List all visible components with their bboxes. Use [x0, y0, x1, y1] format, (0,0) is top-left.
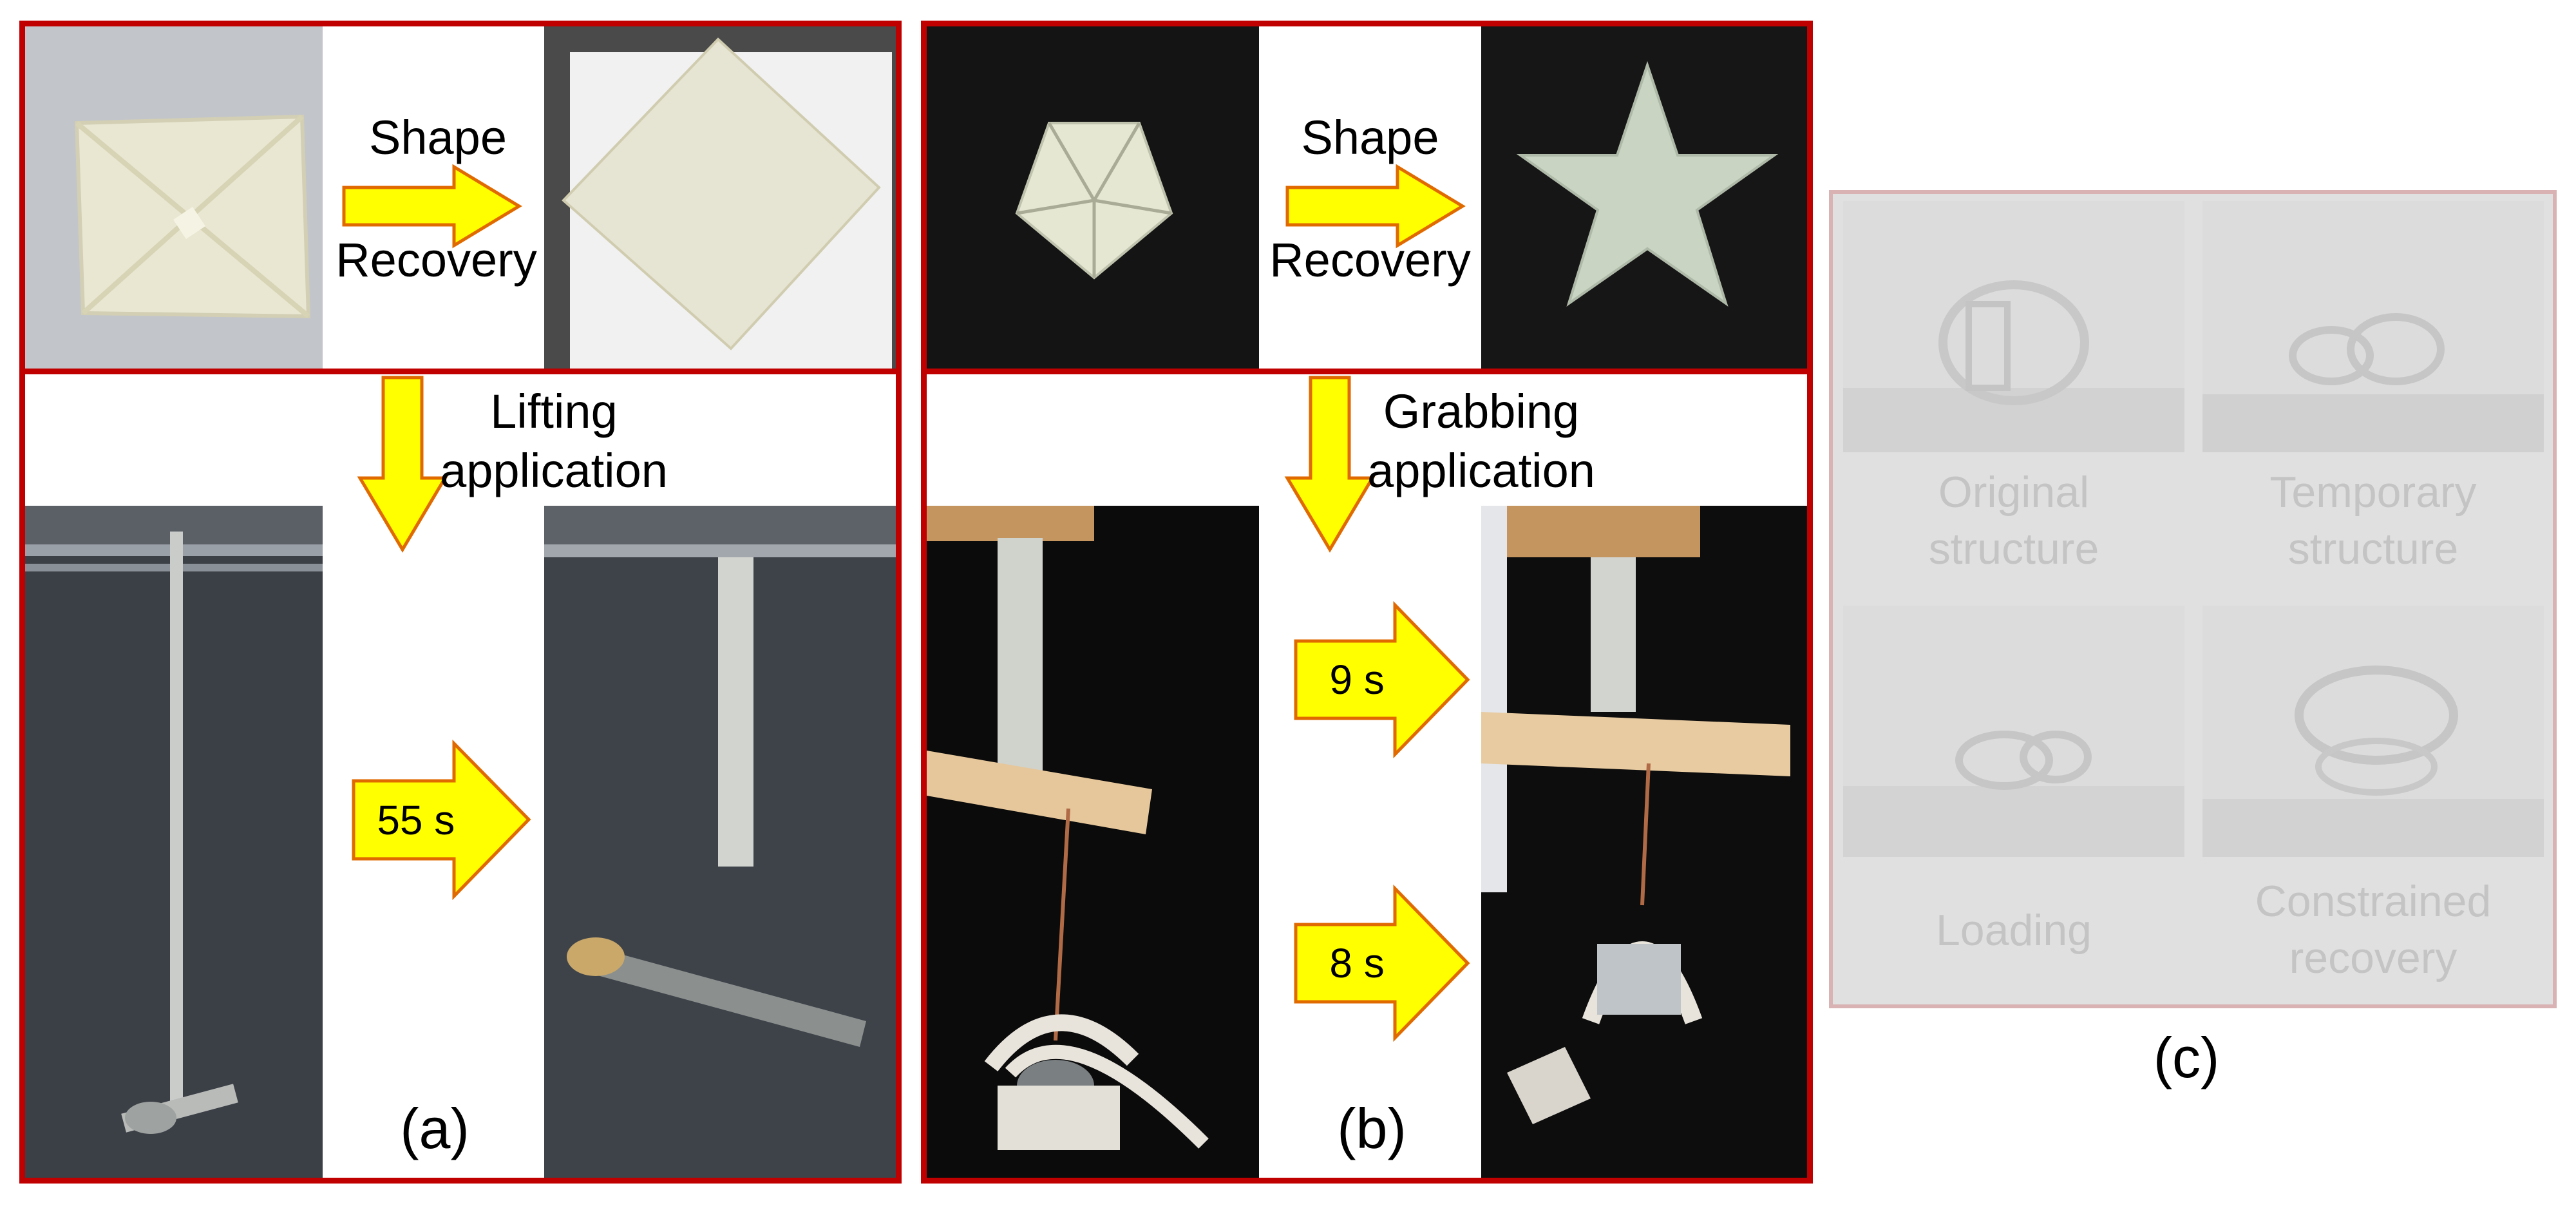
- original-structure-label-line-1: Original: [1938, 468, 2090, 517]
- panel-b-label: (b): [1337, 1097, 1406, 1160]
- panel-a-divider: [19, 369, 902, 374]
- panel-a-recovery-label: Recovery: [336, 233, 537, 287]
- loading-label: Loading: [1843, 902, 2184, 959]
- panel-a-shape-label: Shape: [369, 111, 507, 164]
- loading-label-line-1: Loading: [1935, 906, 2092, 955]
- temporary-structure-label-line-1: Temporary: [2269, 468, 2477, 517]
- panel-b-recovery-label: Recovery: [1269, 233, 1471, 287]
- panel-a-label: (a): [400, 1097, 469, 1160]
- folded-square-photo: [25, 26, 323, 369]
- panel-b-divider: [921, 369, 1813, 374]
- panel-a-frame: [19, 21, 902, 1184]
- loading-image: [1843, 606, 2184, 857]
- panel-a-lifting-label: Lifting: [490, 385, 618, 438]
- constrained-recovery-label-line-1: Constrained: [2255, 877, 2492, 926]
- panel-b-time-label-1: 9 s: [1329, 657, 1385, 703]
- recovered-square-photo: [544, 26, 896, 369]
- panel-b-down-arrow-icon: [1284, 375, 1376, 553]
- constrained-recovery-image: [2202, 606, 2544, 857]
- panel-b-frame: [921, 21, 1813, 1184]
- lifting-start-photo: [25, 506, 323, 1178]
- temporary-structure-label: Temporary structure: [2202, 464, 2544, 578]
- original-structure-label: Original structure: [1843, 464, 2184, 578]
- panel-c-label: (c): [2153, 1026, 2220, 1089]
- panel-b-shape-label: Shape: [1301, 111, 1439, 164]
- panel-b-time-arrow-2: 8 s: [1293, 884, 1470, 1042]
- panel-b-right-arrow-icon: [1285, 164, 1466, 249]
- panel-b-time-label-2: 8 s: [1329, 940, 1385, 986]
- folded-star-photo: [927, 26, 1259, 369]
- constrained-recovery-label-line-2: recovery: [2289, 934, 2458, 983]
- temporary-structure-image: [2202, 201, 2544, 452]
- panel-a-down-arrow-icon: [357, 375, 448, 553]
- panel-a-time-label: 55 s: [377, 796, 455, 843]
- original-structure-label-line-2: structure: [1928, 524, 2099, 574]
- lifting-end-photo: [544, 506, 896, 1178]
- panel-a-right-arrow-icon: [341, 164, 522, 249]
- panel-a-application-label: application: [440, 444, 668, 497]
- temporary-structure-label-line-2: structure: [2287, 524, 2459, 574]
- panel-b-application-label: application: [1367, 444, 1595, 497]
- constrained-recovery-label: Constrained recovery: [2202, 873, 2544, 987]
- recovered-star-photo: [1481, 26, 1807, 369]
- original-structure-image: [1843, 201, 2184, 452]
- grabbing-end-photo: [1481, 506, 1807, 1178]
- panel-a-time-arrow: 55 s: [351, 739, 531, 901]
- panel-b-time-arrow-1: 9 s: [1293, 600, 1470, 759]
- panel-b-grabbing-label: Grabbing: [1383, 385, 1580, 438]
- grabbing-start-photo: [927, 506, 1259, 1178]
